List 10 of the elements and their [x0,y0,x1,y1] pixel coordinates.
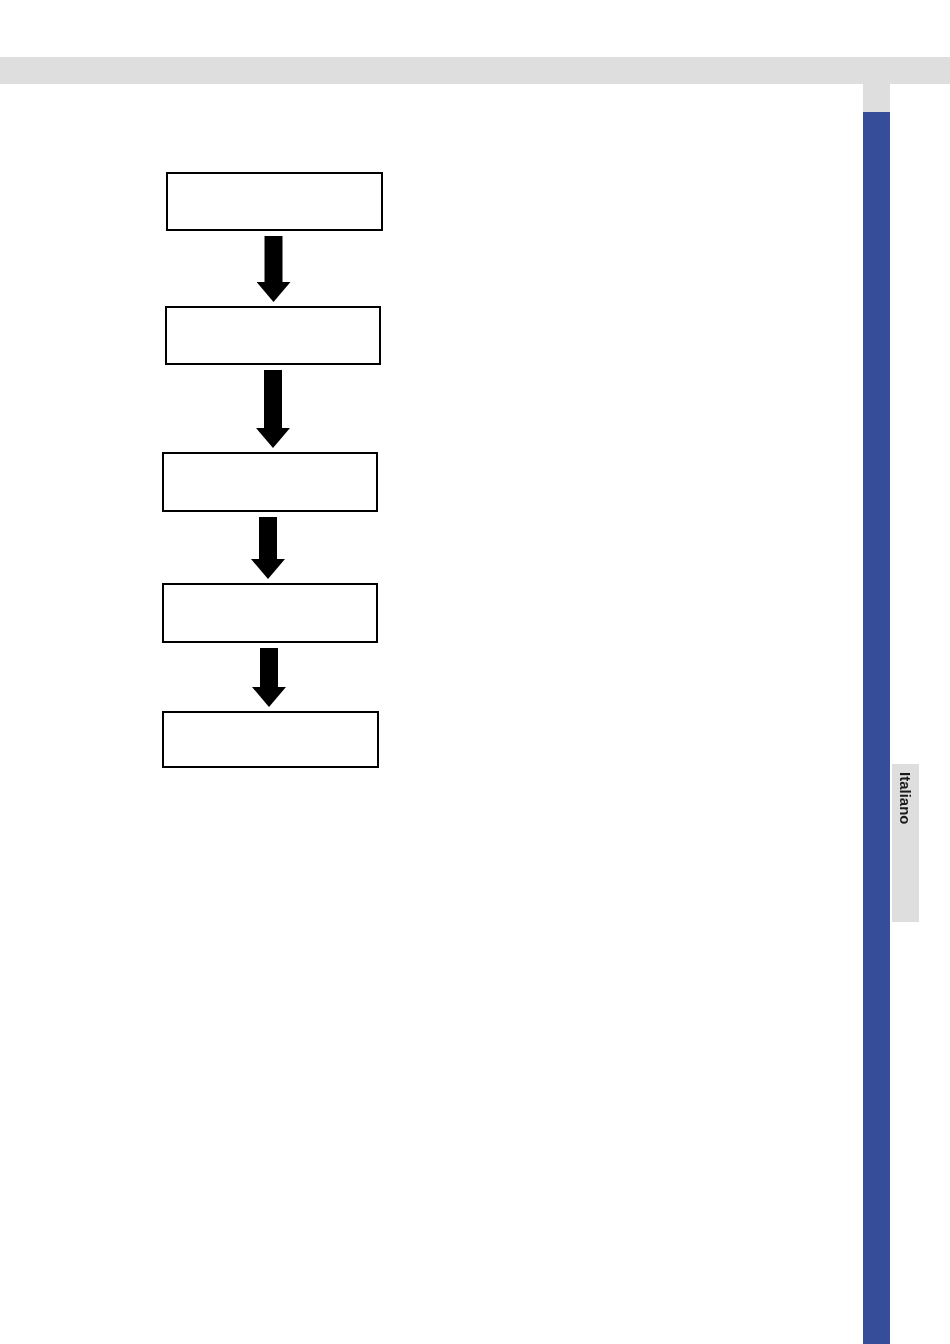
block-arrow [252,648,286,707]
block-arrow [256,236,291,302]
process-box [162,711,379,768]
process-box [162,583,378,643]
tab-label: Italiano [896,772,915,825]
block-arrow [256,370,290,448]
process-box [162,452,378,512]
process-box [165,306,381,365]
process-box [166,172,383,231]
block-arrow [251,517,285,579]
